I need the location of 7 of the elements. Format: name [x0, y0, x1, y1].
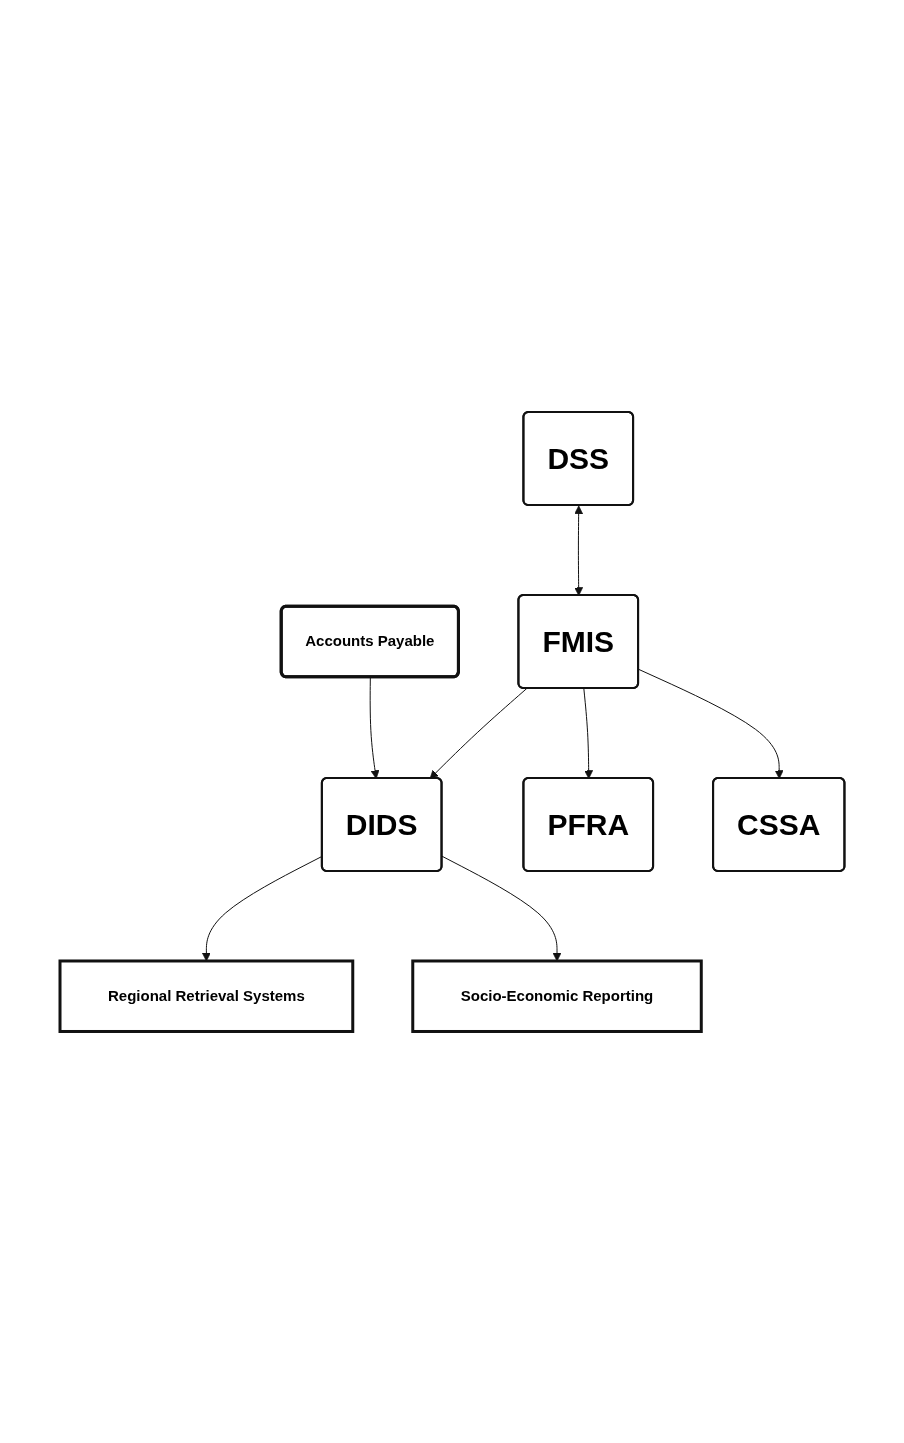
arrow — [583, 687, 593, 779]
arrow — [429, 687, 527, 779]
node-box: Regional Retrieval Systems — [58, 959, 355, 1033]
arrow — [637, 668, 784, 779]
arrow — [369, 676, 380, 779]
node-box: Socio-Economic Reporting — [411, 959, 703, 1033]
arrow — [574, 505, 583, 596]
